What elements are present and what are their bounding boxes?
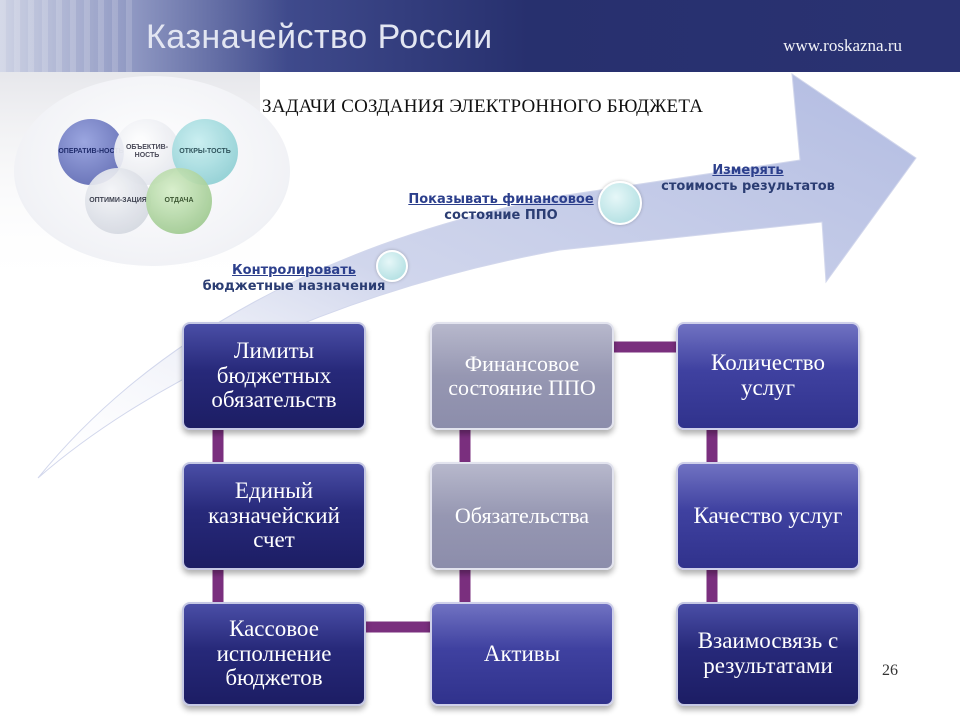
step-control-verb[interactable]: Контролировать (232, 263, 356, 278)
venn-circle-optimizatsiya: ОПТИМИ-ЗАЦИЯ (85, 168, 151, 234)
box-service-quantity: Количество услуг (676, 322, 860, 430)
arrow-point-control (376, 250, 408, 282)
header-title: Казначейство России (146, 18, 493, 56)
step-measure: Измерять стоимость результатов (648, 163, 848, 196)
slide-number: 26 (882, 662, 898, 679)
header-url[interactable]: www.roskazna.ru (783, 36, 902, 55)
venn-circle-otdacha: ОТДАЧА (146, 168, 212, 234)
box-financial-state: Финансовое состояние ППО (430, 322, 614, 430)
box-service-quality: Качество услуг (676, 462, 860, 570)
step-show-verb[interactable]: Показывать финансовое (408, 192, 594, 207)
box-limits: Лимиты бюджетных обязательств (182, 322, 366, 430)
box-cash-execution: Кассовое исполнение бюджетов (182, 602, 366, 706)
box-single-treasury-account: Единый казначейский счет (182, 462, 366, 570)
step-show-text: состояние ППО (444, 208, 558, 224)
venn-circle-obektivnost: ОБЪЕКТИВ-НОСТЬ (114, 119, 180, 185)
step-measure-verb[interactable]: Измерять (712, 163, 784, 178)
box-results-link: Взаимосвязь с результатами (676, 602, 860, 706)
step-show: Показывать финансовое состояние ППО (400, 192, 602, 225)
step-control: Контролировать бюджетные назначения (190, 263, 398, 296)
box-assets: Активы (430, 602, 614, 706)
building-image (0, 0, 140, 72)
box-obligations: Обязательства (430, 462, 614, 570)
slide-subtitle: ЗАДАЧИ СОЗДАНИЯ ЭЛЕКТРОННОГО БЮДЖЕТА (262, 96, 704, 117)
step-measure-text: стоимость результатов (661, 179, 835, 195)
arrow-point-measure (598, 181, 642, 225)
header-bar: Казначейство России www.roskazna.ru (0, 0, 960, 72)
step-control-text: бюджетные назначения (202, 279, 386, 295)
